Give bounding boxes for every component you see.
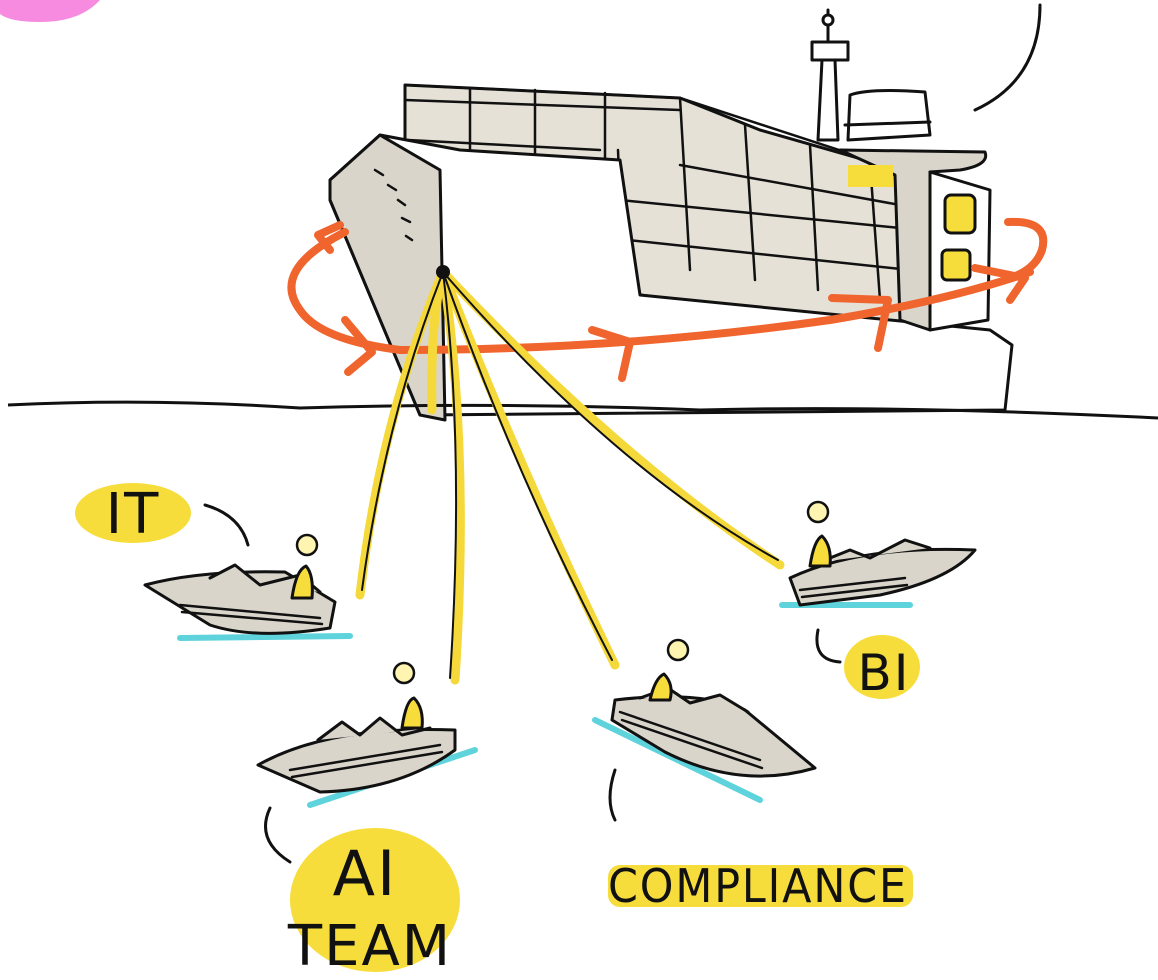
label-team: TEAM [287, 914, 452, 979]
boat-ai-team [258, 663, 475, 805]
corner-decoration [0, 0, 100, 22]
label-bi: BI [857, 644, 910, 702]
label-it: IT [106, 482, 161, 547]
boat-bi [782, 502, 975, 605]
label-compliance: COMPLIANCE [608, 859, 908, 913]
label-ai: AI [333, 837, 398, 910]
boat-compliance [595, 640, 815, 800]
boat-it [145, 535, 350, 638]
